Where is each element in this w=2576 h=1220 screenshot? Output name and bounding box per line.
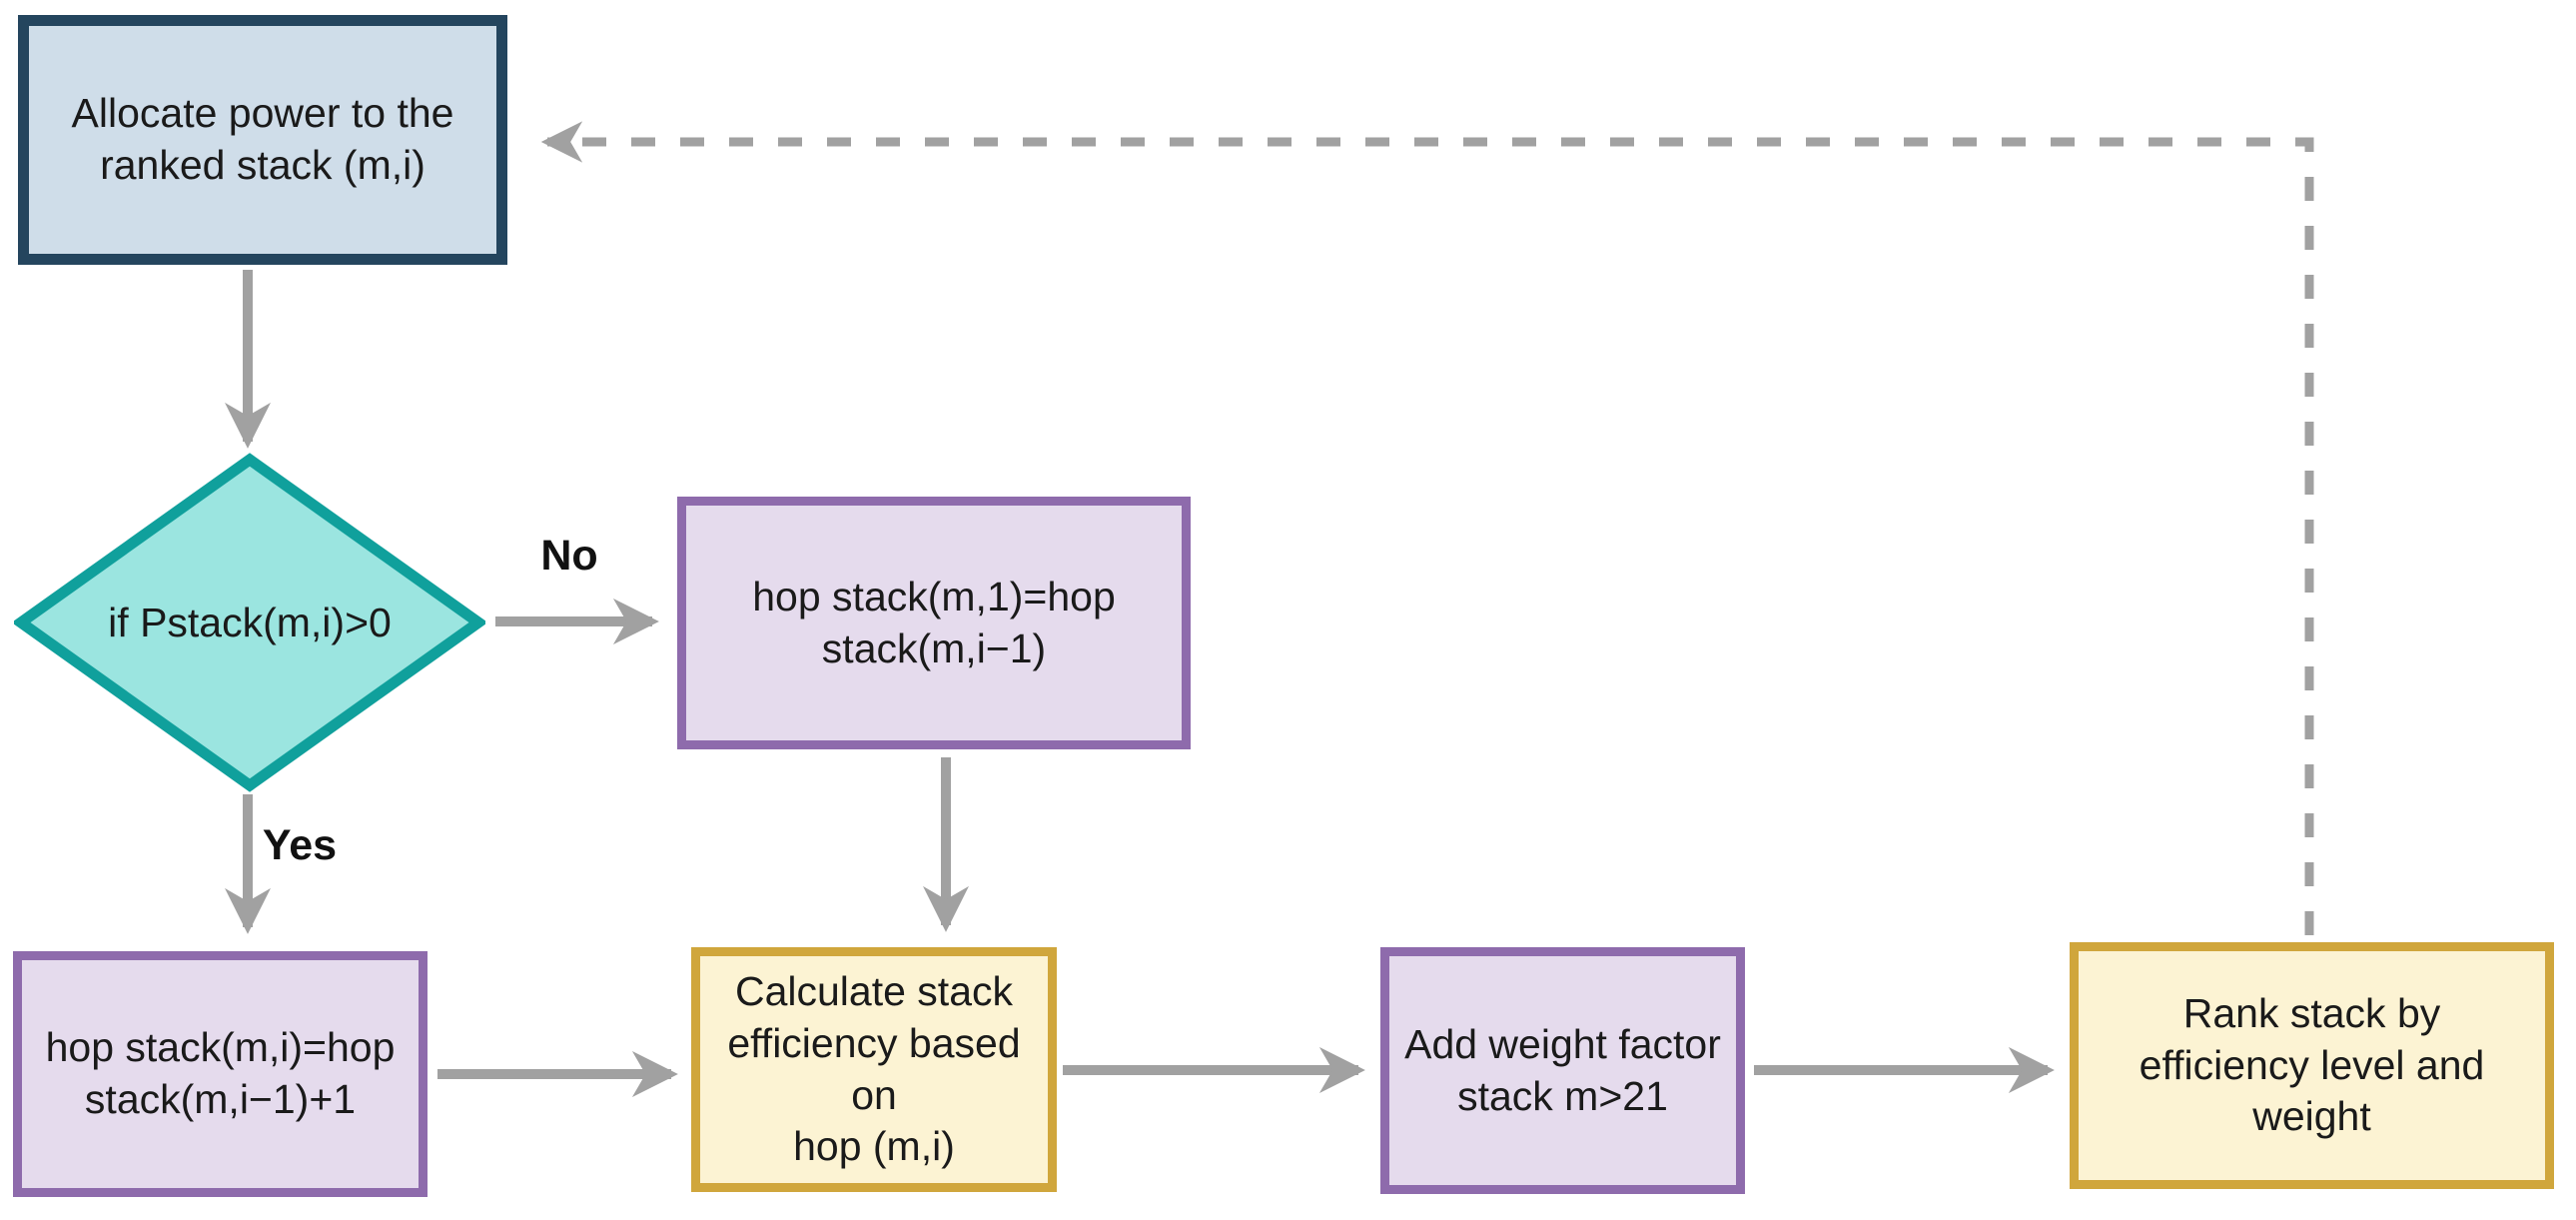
decision-diamond-shape (14, 453, 485, 792)
arrow-rank-loop-to-allocate (540, 121, 2314, 935)
edge-label-no: No (540, 532, 598, 580)
node-allocate-power: Allocate power to the ranked stack (m,i) (18, 15, 507, 265)
node-calculate-efficiency: Calculate stack efficiency based on hop … (691, 947, 1057, 1192)
node-decision: if Pstack(m,i)>0 (14, 453, 485, 792)
decision-label: if Pstack(m,i)>0 (108, 599, 392, 645)
node-rank-stack: Rank stack by efficiency level and weigh… (2070, 942, 2554, 1189)
node-hop-yes-branch: hop stack(m,i)=hop stack(m,i−1)+1 (13, 951, 428, 1197)
edge-label-yes: Yes (262, 821, 338, 869)
node-add-weight-factor: Add weight factor stack m>21 (1380, 947, 1745, 1194)
node-hop-no-branch: hop stack(m,1)=hop stack(m,i−1) (677, 497, 1191, 749)
